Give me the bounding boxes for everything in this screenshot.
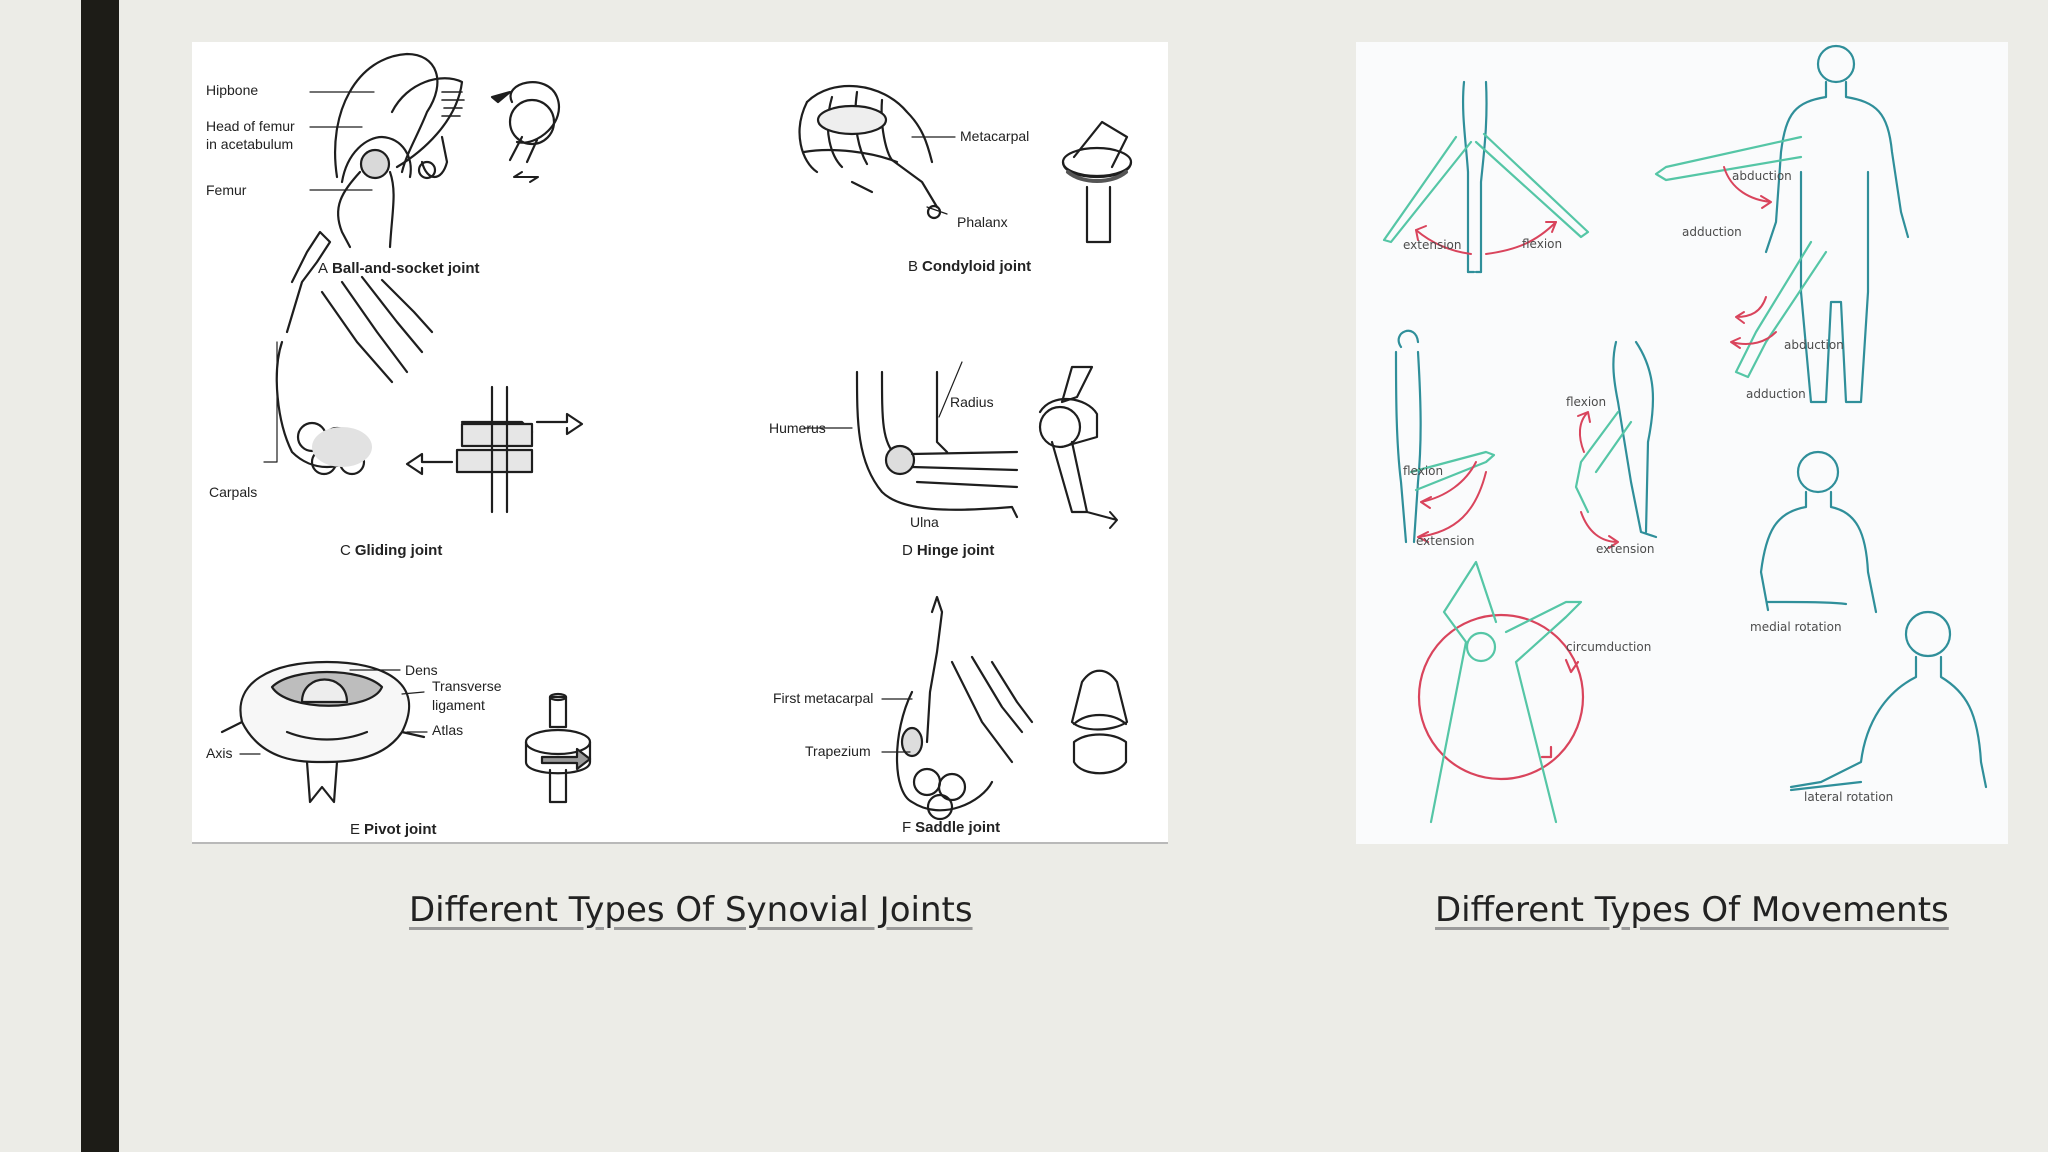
label-lateral-rotation: lateral rotation xyxy=(1804,790,1894,804)
label-in-acetabulum: in acetabulum xyxy=(206,136,294,152)
shoulder-abduction-figure xyxy=(1764,44,1910,404)
circumduction-figure xyxy=(1417,613,1585,781)
label-transverse: Transverse xyxy=(432,678,502,694)
shoulder-flexion-figure xyxy=(1461,80,1488,274)
label-abduction-2: abduction xyxy=(1784,338,1844,352)
condyloid-model-icon xyxy=(1061,120,1133,244)
label-adduction-2: adduction xyxy=(1746,387,1806,401)
hand-gliding-drawing xyxy=(275,230,434,476)
label-femur: Femur xyxy=(206,182,247,198)
label-ligament: ligament xyxy=(432,697,485,713)
label-humerus: Humerus xyxy=(769,420,826,436)
label-trapezium: Trapezium xyxy=(805,743,871,759)
label-ulna: Ulna xyxy=(910,514,939,530)
atlas-axis-pivot-drawing xyxy=(220,660,426,804)
gliding-model-icon xyxy=(405,385,584,514)
label-dens: Dens xyxy=(405,662,438,678)
label-flexion-1: flexion xyxy=(1522,237,1563,251)
label-first-metacarpal: First metacarpal xyxy=(773,690,874,706)
label-extension-1: extension xyxy=(1403,238,1462,252)
hinge-model-icon xyxy=(1038,365,1118,529)
label-carpals: Carpals xyxy=(209,484,258,500)
ball-and-socket-model-icon xyxy=(490,81,560,183)
hip-flexion-figure xyxy=(1612,340,1658,539)
label-phalanx: Phalanx xyxy=(957,214,1008,230)
label-hipbone: Hipbone xyxy=(206,82,259,98)
accent-bar xyxy=(81,0,119,1152)
hip-joint-drawing xyxy=(334,52,465,249)
label-medial-rotation: medial rotation xyxy=(1750,620,1842,634)
movements-figure: extension flexion abduction adduction ab… xyxy=(1356,42,2008,844)
label-adduction-1: adduction xyxy=(1682,225,1742,239)
label-abduction-1: abduction xyxy=(1732,169,1792,183)
pivot-model-icon xyxy=(524,692,592,804)
label-flexion-2: flexion xyxy=(1566,395,1607,409)
caption-movements: Different Types Of Movements xyxy=(1435,890,1949,930)
elbow-hinge-drawing xyxy=(855,370,1019,519)
elbow-flexion-figure xyxy=(1394,329,1422,544)
hand-condyloid-drawing xyxy=(798,84,942,220)
label-head-of-femur: Head of femur xyxy=(206,118,295,134)
lateral-rotation-figure xyxy=(1789,610,1988,792)
saddle-model-icon xyxy=(1070,669,1129,775)
synovial-joints-illustration xyxy=(220,52,1133,821)
label-atlas: Atlas xyxy=(432,722,464,738)
medial-rotation-figure xyxy=(1759,450,1878,614)
label-flexion-3: flexion xyxy=(1403,464,1444,478)
label-radius: Radius xyxy=(950,394,994,410)
thumb-saddle-drawing xyxy=(895,595,1034,821)
caption-synovial-joints: Different Types Of Synovial Joints xyxy=(409,890,973,930)
label-metacarpal: Metacarpal xyxy=(960,128,1030,144)
movements-illustration xyxy=(1382,44,1988,824)
synovial-joints-figure: Hipbone Head of femur in acetabulum Femu… xyxy=(192,42,1168,844)
label-circumduction: circumduction xyxy=(1566,640,1652,654)
label-extension-3: extension xyxy=(1596,542,1655,556)
label-extension-2: extension xyxy=(1416,534,1475,548)
label-axis: Axis xyxy=(206,745,233,761)
